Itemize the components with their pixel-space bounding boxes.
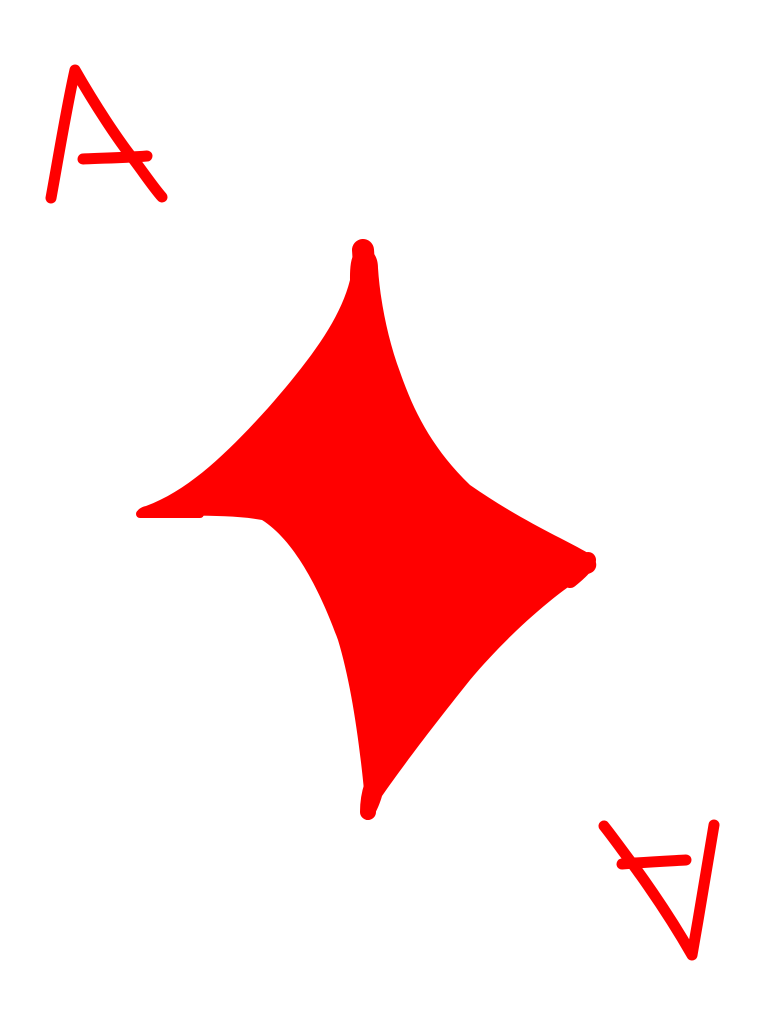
rank-letter-top-left — [45, 64, 168, 204]
rank-letter-bottom-right — [598, 819, 720, 961]
diamond-icon — [136, 239, 597, 820]
